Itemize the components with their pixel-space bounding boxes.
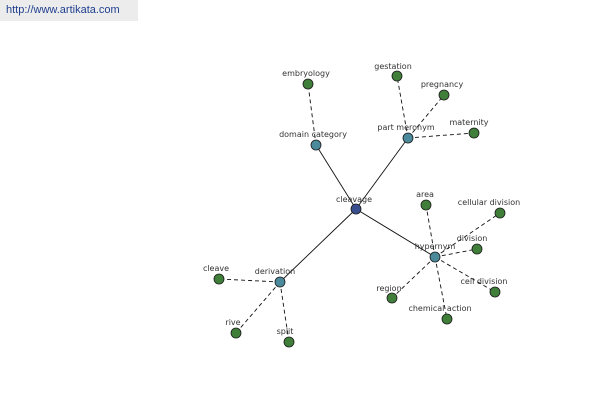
edge-hypernym-area xyxy=(425,204,436,258)
edge-part-meronym-maternity xyxy=(407,132,475,139)
leaf-node-area[interactable] xyxy=(420,199,432,211)
leaf-node-chemical-action[interactable] xyxy=(441,313,453,325)
relation-label-derivation[interactable]: derivation xyxy=(255,267,295,276)
leaf-label-maternity[interactable]: maternity xyxy=(449,118,488,127)
leaf-label-split[interactable]: split xyxy=(277,327,294,336)
leaf-node-division[interactable] xyxy=(471,243,483,255)
leaf-node-embryology[interactable] xyxy=(302,78,314,90)
leaf-label-rive[interactable]: rive xyxy=(225,318,240,327)
leaf-node-region[interactable] xyxy=(386,292,398,304)
leaf-label-pregnancy[interactable]: pregnancy xyxy=(421,80,464,89)
edge-hypernym-division xyxy=(434,248,478,258)
leaf-node-gestation[interactable] xyxy=(391,70,403,82)
edge-derivation-rive xyxy=(235,281,281,334)
leaf-label-embryology[interactable]: embryology xyxy=(282,69,330,78)
center-label-cleavage[interactable]: cleavage xyxy=(336,195,372,204)
leaf-label-gestation[interactable]: gestation xyxy=(374,62,412,71)
leaf-node-split[interactable] xyxy=(283,336,295,348)
edge-cleavage-domain-category xyxy=(315,144,357,210)
leaf-label-division[interactable]: division xyxy=(457,234,488,243)
edge-cleavage-derivation xyxy=(279,208,357,283)
edge-domain-category-embryology xyxy=(307,83,317,146)
edge-derivation-cleave xyxy=(218,278,281,283)
relation-node-domain-category[interactable] xyxy=(310,139,322,151)
edge-cleavage-hypernym xyxy=(355,208,436,258)
relation-node-hypernym[interactable] xyxy=(429,251,441,263)
relation-node-part-meronym[interactable] xyxy=(402,132,414,144)
relation-label-part-meronym[interactable]: part meronym xyxy=(377,123,434,132)
edge-cleavage-part-meronym xyxy=(355,137,409,210)
leaf-node-pregnancy[interactable] xyxy=(438,89,450,101)
leaf-label-cleave[interactable]: cleave xyxy=(203,264,229,273)
edge-part-meronym-pregnancy xyxy=(407,94,445,139)
leaf-node-cell-division[interactable] xyxy=(489,286,501,298)
relation-label-hypernym[interactable]: hypernym xyxy=(415,242,456,251)
edge-derivation-split xyxy=(279,281,290,343)
edge-part-meronym-gestation xyxy=(396,75,409,139)
edge-hypernym-region xyxy=(391,256,436,299)
leaf-label-region[interactable]: region xyxy=(376,284,401,293)
leaf-node-cellular-division[interactable] xyxy=(494,207,506,219)
edge-hypernym-chemical-action xyxy=(434,256,448,320)
edge-hypernym-cellular-division xyxy=(434,212,501,258)
leaf-node-rive[interactable] xyxy=(230,327,242,339)
source-url-banner[interactable]: http://www.artikata.com xyxy=(0,0,138,21)
leaf-label-area[interactable]: area xyxy=(416,190,434,199)
center-node-cleavage[interactable] xyxy=(350,203,362,215)
leaf-label-cell-division[interactable]: cell division xyxy=(461,277,508,286)
leaf-node-cleave[interactable] xyxy=(213,273,225,285)
leaf-label-chemical-action[interactable]: chemical action xyxy=(408,304,471,313)
leaf-node-maternity[interactable] xyxy=(468,127,480,139)
edge-hypernym-cell-division xyxy=(434,256,496,293)
relation-node-derivation[interactable] xyxy=(274,276,286,288)
relation-label-domain-category[interactable]: domain category xyxy=(279,130,347,139)
leaf-label-cellular-division[interactable]: cellular division xyxy=(458,198,520,207)
